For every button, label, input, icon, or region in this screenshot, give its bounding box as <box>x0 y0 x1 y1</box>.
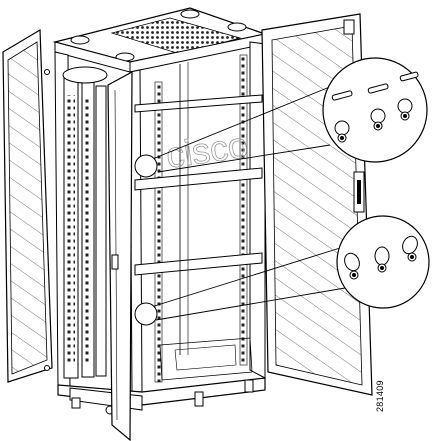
figure-id: 281409 <box>372 366 392 416</box>
top-cable-port <box>70 35 90 45</box>
left-door-hinge-top <box>44 69 50 75</box>
callout-leaders <box>147 85 346 321</box>
hook-icon <box>370 108 386 131</box>
front-door <box>107 70 133 441</box>
rear-rack-rail <box>239 54 248 366</box>
front-door-handle <box>111 254 119 270</box>
svg-text:cisco: cisco <box>163 124 250 176</box>
leveling-foot <box>244 379 254 393</box>
cross-rail <box>134 94 263 113</box>
cabinet-logo: cisco <box>163 124 251 177</box>
hook-icon <box>374 246 390 273</box>
cabinet-frame <box>52 7 268 415</box>
detail-callout-lower <box>336 215 430 309</box>
left-door-hinge-bottom <box>44 365 50 371</box>
hook-icon <box>397 98 413 121</box>
detail-callout-upper <box>322 57 428 163</box>
cross-rail <box>134 252 263 276</box>
cross-rail <box>134 167 263 191</box>
detail-spot-lower <box>134 302 158 326</box>
figure-id-text: 281409 <box>375 380 385 412</box>
top-cable-port <box>227 22 247 32</box>
cable-roll <box>62 66 108 84</box>
leveling-foot <box>194 391 204 407</box>
hook-icon <box>344 252 360 280</box>
right-door-latch-top <box>343 19 355 35</box>
front-rack-rail <box>154 81 163 383</box>
top-cable-port <box>180 9 200 19</box>
left-side-door <box>2 28 53 383</box>
leveling-foot <box>71 397 81 409</box>
top-vent-grille <box>110 17 242 55</box>
hook-icon <box>402 235 418 262</box>
hook-icon <box>334 120 350 143</box>
power-distribution-units <box>62 66 108 379</box>
detail-spot-upper <box>134 154 158 178</box>
